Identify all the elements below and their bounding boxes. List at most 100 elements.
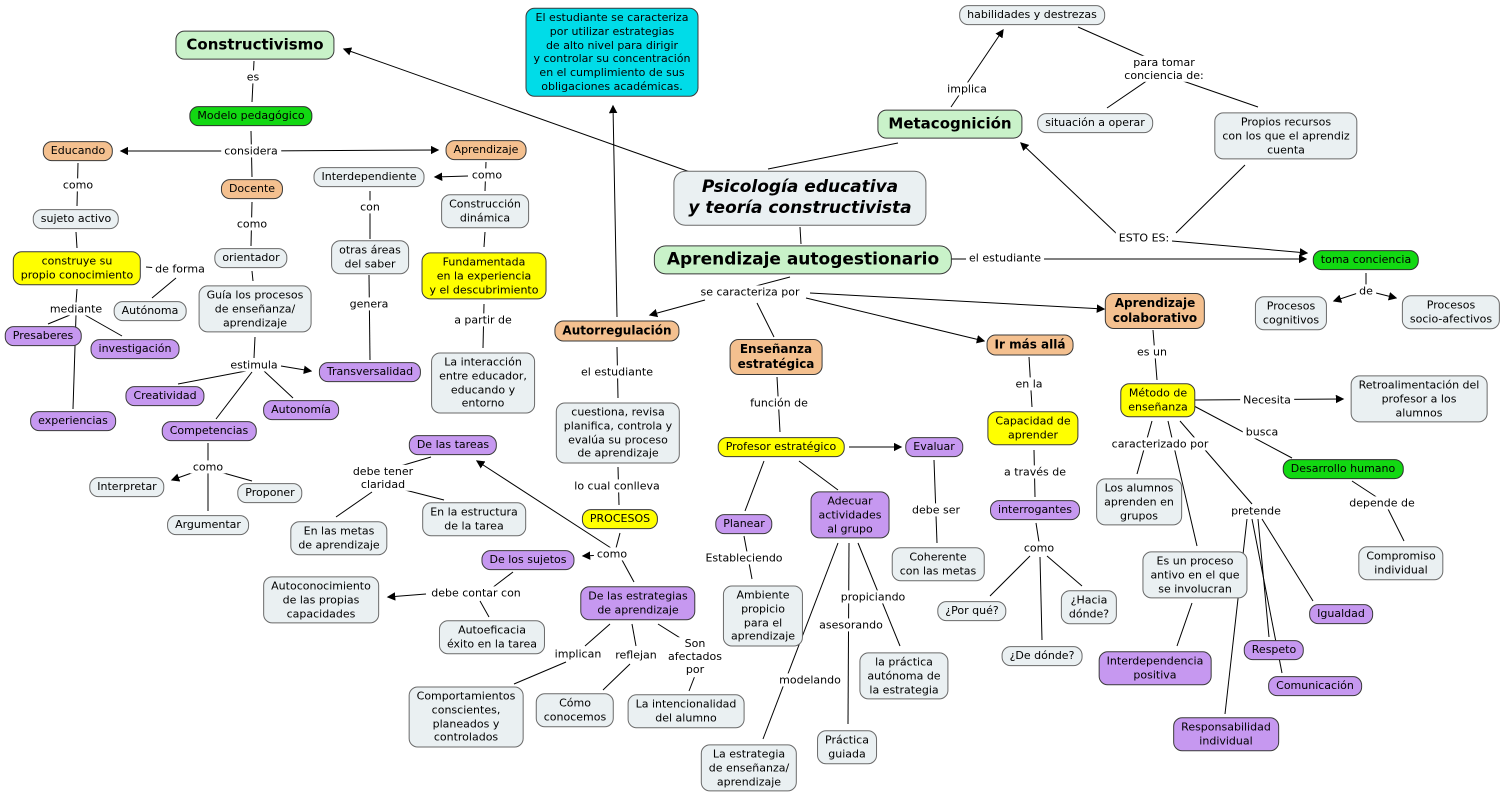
edge-label-depende-de[interactable]: depende de — [1346, 496, 1418, 510]
edge-label-en-la[interactable]: en la — [1012, 377, 1046, 391]
node-metodo-ensenanza[interactable]: Método de enseñanza — [1120, 383, 1196, 417]
node-ir-mas-alla[interactable]: Ir más allá — [986, 334, 1074, 356]
node-capacidad-aprender[interactable]: Capacidad de aprender — [987, 411, 1079, 445]
node-otras-areas-saber[interactable]: otras áreas del saber — [331, 240, 409, 274]
node-evaluar[interactable]: Evaluar — [905, 437, 963, 457]
node-autonomia[interactable]: Autonomía — [263, 400, 339, 420]
edge-label-son-afectados-por[interactable]: Son afectados por — [665, 637, 725, 677]
edge-label-el-estudiante-izq[interactable]: el estudiante — [578, 365, 656, 379]
edge-label-genera[interactable]: genera — [346, 297, 392, 311]
edge-label-propiciando[interactable]: propiciando — [837, 590, 909, 604]
node-transversalidad[interactable]: Transversalidad — [318, 362, 422, 382]
node-de-las-estrategias[interactable]: De las estrategias de aprendizaje — [580, 586, 696, 620]
node-cuestiona-revisa[interactable]: cuestiona, revisa planifica, controla y … — [555, 402, 681, 464]
node-por-que[interactable]: ¿Por qué? — [937, 601, 1007, 621]
node-docente[interactable]: Docente — [220, 179, 284, 199]
edge-label-se-caracteriza-por[interactable]: se caracteriza por — [697, 285, 803, 299]
node-responsabilidad-individual[interactable]: Responsabilidad individual — [1173, 717, 1279, 751]
node-ambiente-propicio[interactable]: Ambiente propicio para el aprendizaje — [722, 585, 804, 647]
edge-label-como-interrogantes[interactable]: como — [1020, 541, 1058, 555]
node-en-la-estructura[interactable]: En la estructura de la tarea — [422, 502, 526, 536]
edge-label-pretende[interactable]: pretende — [1228, 504, 1284, 518]
node-creatividad[interactable]: Creatividad — [125, 386, 205, 406]
node-propios-recursos[interactable]: Propios recursos con los que el aprendiz… — [1214, 112, 1358, 160]
edge-label-como-competencias[interactable]: como — [189, 460, 227, 474]
node-es-un-proceso[interactable]: Es un proceso antivo en el que se involu… — [1142, 551, 1248, 599]
edge-label-de-forma[interactable]: de forma — [152, 262, 208, 276]
node-orientador[interactable]: orientador — [214, 248, 288, 268]
node-autorregulacion[interactable]: Autorregulación — [554, 320, 680, 342]
node-guia-procesos[interactable]: Guía los procesos de enseñanza/ aprendiz… — [198, 285, 312, 333]
node-sujeto-activo[interactable]: sujeto activo — [32, 209, 120, 229]
edge-label-lo-cual-conlleva[interactable]: lo cual conlleva — [571, 479, 663, 493]
edge-label-caracterizado-por[interactable]: caracterizado por — [1108, 437, 1212, 451]
node-en-las-metas[interactable]: En las metas de aprendizaje — [290, 521, 388, 555]
edge-label-a-partir-de[interactable]: a partir de — [451, 313, 515, 327]
edge-label-reflejan[interactable]: reflejan — [612, 648, 660, 662]
node-adecuar-actividades[interactable]: Adecuar actividades al grupo — [810, 491, 890, 539]
node-coherente-metas[interactable]: Coherente con las metas — [891, 547, 985, 581]
node-desarrollo-humano[interactable]: Desarrollo humano — [1282, 459, 1404, 479]
node-fundamentada[interactable]: Fundamentada en la experiencia y el desc… — [421, 252, 547, 300]
edge-label-esto-es[interactable]: ESTO ES: — [1115, 231, 1173, 245]
edge-label-debe-contar-con[interactable]: debe contar con — [428, 586, 524, 600]
node-toma-conciencia[interactable]: toma conciencia — [1312, 250, 1420, 270]
node-investigacion[interactable]: investigación — [90, 339, 180, 359]
node-interdependiente[interactable]: Interdependiente — [313, 167, 425, 187]
node-comunicacion[interactable]: Comunicación — [1268, 676, 1362, 696]
edge-label-debe-tener-claridad[interactable]: debe tener claridad — [349, 464, 417, 492]
node-de-las-tareas[interactable]: De las tareas — [408, 435, 498, 455]
edge-label-estimula[interactable]: estimula — [227, 358, 281, 372]
node-planear[interactable]: Planear — [715, 514, 773, 534]
edge-label-estableciendo[interactable]: Estableciendo — [702, 551, 786, 565]
node-de-donde[interactable]: ¿De dónde? — [1001, 646, 1083, 666]
edge-label-es-un[interactable]: es un — [1134, 345, 1170, 359]
node-interpretar[interactable]: Interpretar — [89, 477, 165, 497]
node-comportamientos[interactable]: Comportamientos conscientes, planeados y… — [408, 686, 524, 748]
edge-label-mediante[interactable]: mediante — [46, 302, 106, 316]
node-ensenanza-estrategica[interactable]: Enseñanza estratégica — [729, 339, 823, 375]
edge-label-debe-ser[interactable]: debe ser — [908, 503, 964, 517]
edge-label-busca[interactable]: busca — [1242, 425, 1282, 439]
node-igualdad[interactable]: Igualdad — [1309, 604, 1373, 624]
node-educando[interactable]: Educando — [42, 141, 114, 161]
node-respeto[interactable]: Respeto — [1243, 640, 1305, 660]
edge-label-con[interactable]: con — [357, 200, 383, 214]
edge-label-para-tomar-conciencia[interactable]: para tomar conciencia de: — [1121, 55, 1207, 83]
node-practica-guiada[interactable]: Práctica guiada — [817, 730, 877, 764]
node-experiencias[interactable]: experiencias — [30, 411, 116, 431]
node-interrogantes[interactable]: interrogantes — [990, 500, 1080, 520]
edge-label-implica[interactable]: implica — [944, 82, 990, 96]
node-practica-autonoma[interactable]: la práctica autónoma de la estrategia — [859, 652, 949, 700]
node-presaberes[interactable]: Presaberes — [4, 326, 82, 346]
node-hacia-donde[interactable]: ¿Hacia dónde? — [1060, 590, 1118, 624]
node-aprendizaje-autogestionario[interactable]: Aprendizaje autogestionario — [653, 245, 953, 275]
node-construye-conocimiento[interactable]: construye su propio conocimiento — [12, 251, 142, 285]
node-la-estrategia[interactable]: La estrategia de enseñanza/ aprendizaje — [700, 744, 798, 792]
edge-label-es[interactable]: es — [243, 70, 263, 84]
edge-label-como-educando[interactable]: como — [59, 178, 97, 192]
node-de-los-sujetos[interactable]: De los sujetos — [481, 550, 575, 570]
node-aprendizaje[interactable]: Aprendizaje — [445, 140, 527, 160]
edge-label-modelando[interactable]: modelando — [776, 673, 844, 687]
edge-label-como-procesos[interactable]: como — [593, 547, 631, 561]
node-interdependencia-positiva[interactable]: Interdependencia positiva — [1098, 651, 1212, 685]
node-psicologia-educativa[interactable]: Psicología educativa y teoría constructi… — [673, 170, 927, 226]
edge-label-a-traves-de[interactable]: a través de — [1000, 465, 1070, 479]
node-autoconocimiento[interactable]: Autoconocimiento de las propias capacida… — [263, 576, 379, 624]
node-profesor-estrategico[interactable]: Profesor estratégico — [717, 437, 845, 457]
node-construccion-dinamica[interactable]: Construcción dinámica — [441, 194, 529, 228]
edge-label-considera[interactable]: considera — [221, 144, 281, 158]
node-argumentar[interactable]: Argumentar — [167, 515, 249, 535]
edge-label-implican[interactable]: implican — [551, 647, 605, 661]
node-intencionalidad[interactable]: La intencionalidad del alumno — [627, 694, 745, 728]
node-modelo-pedagogico[interactable]: Modelo pedagógico — [189, 106, 313, 126]
node-compromiso-individual[interactable]: Compromiso individual — [1358, 546, 1444, 580]
edge-label-funcion-de[interactable]: función de — [747, 396, 811, 410]
node-competencias[interactable]: Competencias — [161, 421, 257, 441]
node-constructivismo[interactable]: Constructivismo — [175, 30, 335, 60]
edge-label-de[interactable]: de — [1356, 284, 1376, 298]
node-retroalimentacion[interactable]: Retroalimentación del profesor a los alu… — [1350, 375, 1488, 423]
node-situacion-operar[interactable]: situación a operar — [1037, 113, 1153, 133]
node-procesos-cognitivos[interactable]: Procesos cognitivos — [1254, 296, 1328, 330]
